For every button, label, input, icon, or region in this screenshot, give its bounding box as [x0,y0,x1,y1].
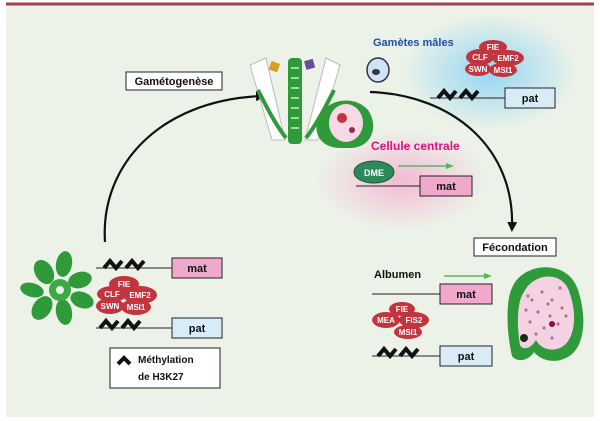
pat-label: pat [189,323,206,335]
nucleosome-icon [116,355,132,366]
gametogenesis-label: Gamétogenèse [135,76,214,88]
complex-protein-label: CLF [472,53,488,62]
pat-gene-box [171,317,223,339]
mat-gene-box [439,283,493,305]
albumen-mat-locus: mat [372,283,493,305]
central-cell-label: Cellule centrale [371,139,460,153]
cycle-arrow-to-fertilization [369,90,518,232]
pat-label: pat [522,93,539,105]
complex-protein-label: MSI1 [494,66,513,75]
albumen-pat-locus: pat [372,345,493,367]
nucleosome-icon [102,257,124,272]
complex-protein-label: FIE [118,280,131,289]
methylation-legend: Méthylation de H3K27 [109,347,221,389]
legend-line-2: de H3K27 [138,372,184,383]
mat-label: mat [456,289,476,301]
nucleosome-icon [120,317,142,332]
complex-protein-label: FIS2 [406,316,423,325]
complex-protein-label: FIE [487,43,500,52]
ovule-icon [316,100,374,148]
central-cell-glow [317,130,487,230]
pat-gene-box [504,87,556,109]
complex-protein-label: FIE [396,305,409,314]
pat-gene-box [439,345,493,367]
mat-label: mat [436,181,456,193]
male-gametes-label: Gamètes mâles [373,37,454,49]
seed-icon [507,267,584,361]
male-prc2-complex: FIE CLF EMF2 SWN MSI1 [465,40,524,77]
albumen-prc2-complex: FIE MEA FIS2 MSI1 [372,302,429,339]
nucleosome-icon [436,87,458,102]
dme-label: DME [364,168,384,178]
gametogenesis-label-box [125,71,223,91]
fertilization-label-box [473,237,557,257]
mat-gene-box [419,175,473,197]
nucleosome-icon [98,317,120,332]
complex-protein-label: MEA [377,316,395,325]
central-cell-mat-locus: DME mat [353,160,473,197]
male-gamete-cell-icon [366,57,390,83]
complex-protein-label: EMF2 [129,291,151,300]
nucleosome-icon [398,345,420,360]
albumen-label: Albumen [374,269,421,281]
complex-protein-label: SWN [469,65,488,74]
sporophyte-prc2-complex: FIE CLF EMF2 SWN MSI1 [96,276,157,315]
nucleosome-icon [458,87,480,102]
nucleosome-icon [376,345,398,360]
complex-protein-label: CLF [104,290,120,299]
complex-protein-label: SWN [101,302,120,311]
pat-label: pat [458,351,475,363]
plant-rosette-icon [20,251,94,325]
nucleosome-icon [124,257,146,272]
fertilization-label: Fécondation [482,242,548,254]
mat-gene-box [171,257,223,279]
sporophyte-mat-locus: mat [96,257,223,279]
legend-line-1: Méthylation [138,355,194,366]
sporophyte-pat-locus: pat [96,317,223,339]
flower-icon [249,57,341,144]
mat-label: mat [187,263,207,275]
complex-protein-label: MSI1 [127,303,146,312]
complex-protein-label: EMF2 [497,54,519,63]
male-pat-locus: pat [430,87,556,109]
complex-protein-label: MSI1 [399,328,418,337]
cycle-arrow-to-gametogenesis [103,91,266,243]
